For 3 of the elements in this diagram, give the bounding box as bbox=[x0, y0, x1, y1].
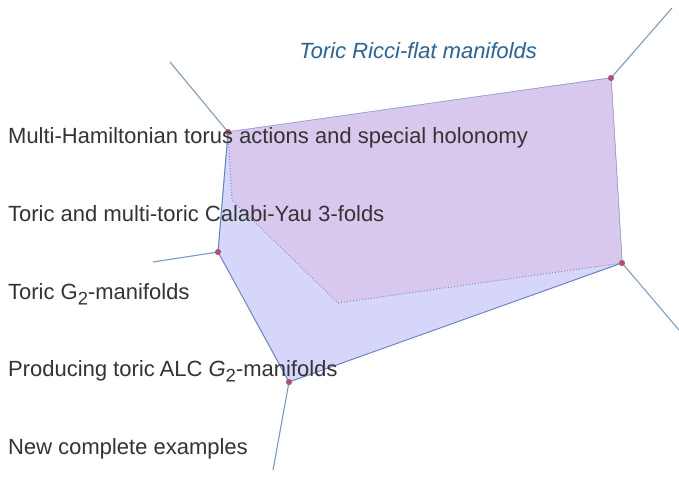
topic-line: Toric G$_{2}$-manifolds bbox=[8, 279, 190, 310]
topic-line: New complete examples bbox=[8, 434, 248, 460]
slide-title: Toric Ricci-flat manifolds bbox=[299, 38, 537, 64]
